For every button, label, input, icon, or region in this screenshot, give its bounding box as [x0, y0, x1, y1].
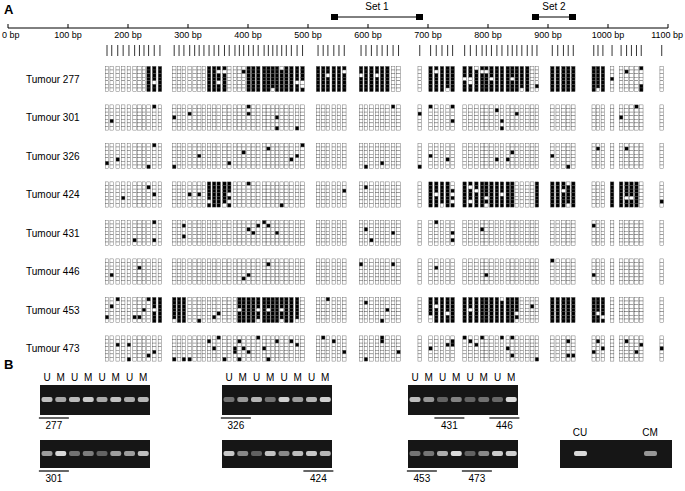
primer-set-bar: [331, 14, 423, 20]
panel-letter: A: [4, 3, 13, 17]
gel-image: [40, 385, 150, 415]
axis-tick-label: 1100 bp: [651, 31, 683, 41]
sample-number: 326: [228, 420, 245, 431]
axis-tick-label: 0 bp: [2, 31, 20, 41]
control-lane-label: CM: [642, 427, 658, 438]
axis-tick-label: 100 bp: [54, 31, 82, 41]
methylation-grid: [105, 336, 663, 361]
control-lane-label: CU: [573, 427, 587, 438]
lane-label: U: [43, 372, 50, 383]
sample-underline: [39, 417, 69, 418]
lane-label: M: [507, 372, 515, 383]
lane-label: M: [84, 372, 92, 383]
methylation-grid: [105, 105, 663, 130]
axis-tick-label: 300 bp: [174, 31, 202, 41]
methylation-grid: [105, 220, 663, 245]
control-gel: [560, 440, 672, 468]
tumour-label: Tumour 473: [26, 343, 80, 354]
axis-tick-label: 400 bp: [234, 31, 262, 41]
axis-tick-label: 1000 bp: [592, 31, 625, 41]
cpg-site-ticks: [107, 45, 662, 56]
lane-label: U: [411, 372, 418, 383]
lane-label: M: [480, 372, 488, 383]
tumour-label: Tumour 301: [26, 112, 80, 123]
sample-underline: [489, 417, 519, 418]
tumour-label: Tumour 326: [26, 151, 80, 162]
sample-number: 301: [46, 473, 63, 484]
sample-number: 277: [46, 420, 63, 431]
lane-label: M: [425, 372, 433, 383]
lane-label: U: [280, 372, 287, 383]
axis-tick-label: 200 bp: [114, 31, 142, 41]
axis-tick-label: 500 bp: [294, 31, 322, 41]
gel-image: [408, 385, 518, 415]
tumour-label: Tumour 453: [26, 305, 80, 316]
sample-number: 424: [310, 473, 327, 484]
sample-underline: [303, 470, 333, 471]
lane-label: U: [308, 372, 315, 383]
lane-label: M: [266, 372, 274, 383]
axis-tick-label: 900 bp: [534, 31, 562, 41]
lane-label: U: [126, 372, 133, 383]
axis-tick-label: 600 bp: [354, 31, 382, 41]
lane-label: U: [71, 372, 78, 383]
sample-number: 446: [496, 420, 513, 431]
lane-label: U: [466, 372, 473, 383]
sample-underline: [462, 470, 492, 471]
tumour-label: Tumour 424: [26, 189, 80, 200]
gel-image: [40, 440, 150, 468]
sample-underline: [221, 417, 251, 418]
sample-underline: [39, 470, 69, 471]
gel-image: [222, 385, 332, 415]
tumour-label: Tumour 277: [26, 74, 80, 85]
sample-underline: [407, 470, 437, 471]
lane-label: M: [57, 372, 65, 383]
bp-axis: [8, 24, 668, 28]
lane-label: U: [98, 372, 105, 383]
lane-label: U: [253, 372, 260, 383]
gel-image: [408, 440, 518, 468]
gel-image: [222, 440, 332, 468]
tumour-label: Tumour 446: [26, 266, 80, 277]
lane-label: M: [294, 372, 302, 383]
lane-label: M: [239, 372, 247, 383]
methylation-grid: [105, 182, 663, 207]
panel-letter: B: [4, 358, 13, 372]
primer-set-label: Set 1: [365, 1, 388, 12]
lane-label: U: [439, 372, 446, 383]
lane-label: M: [112, 372, 120, 383]
tumour-label: Tumour 431: [26, 228, 80, 239]
methylation-grid: [105, 143, 663, 168]
methylation-grid: [105, 297, 663, 322]
primer-set-label: Set 2: [542, 1, 565, 12]
lane-label: M: [139, 372, 147, 383]
axis-tick-label: 800 bp: [474, 31, 502, 41]
primer-set-bar: [532, 14, 576, 20]
lane-label: U: [494, 372, 501, 383]
methylation-grid: [105, 66, 663, 91]
axis-tick-label: 700 bp: [414, 31, 442, 41]
lane-label: M: [452, 372, 460, 383]
lane-label: U: [225, 372, 232, 383]
sample-number: 473: [469, 473, 486, 484]
lane-label: M: [321, 372, 329, 383]
sample-number: 453: [414, 473, 431, 484]
sample-underline: [434, 417, 464, 418]
methylation-grid: [105, 259, 663, 284]
sample-number: 431: [441, 420, 458, 431]
